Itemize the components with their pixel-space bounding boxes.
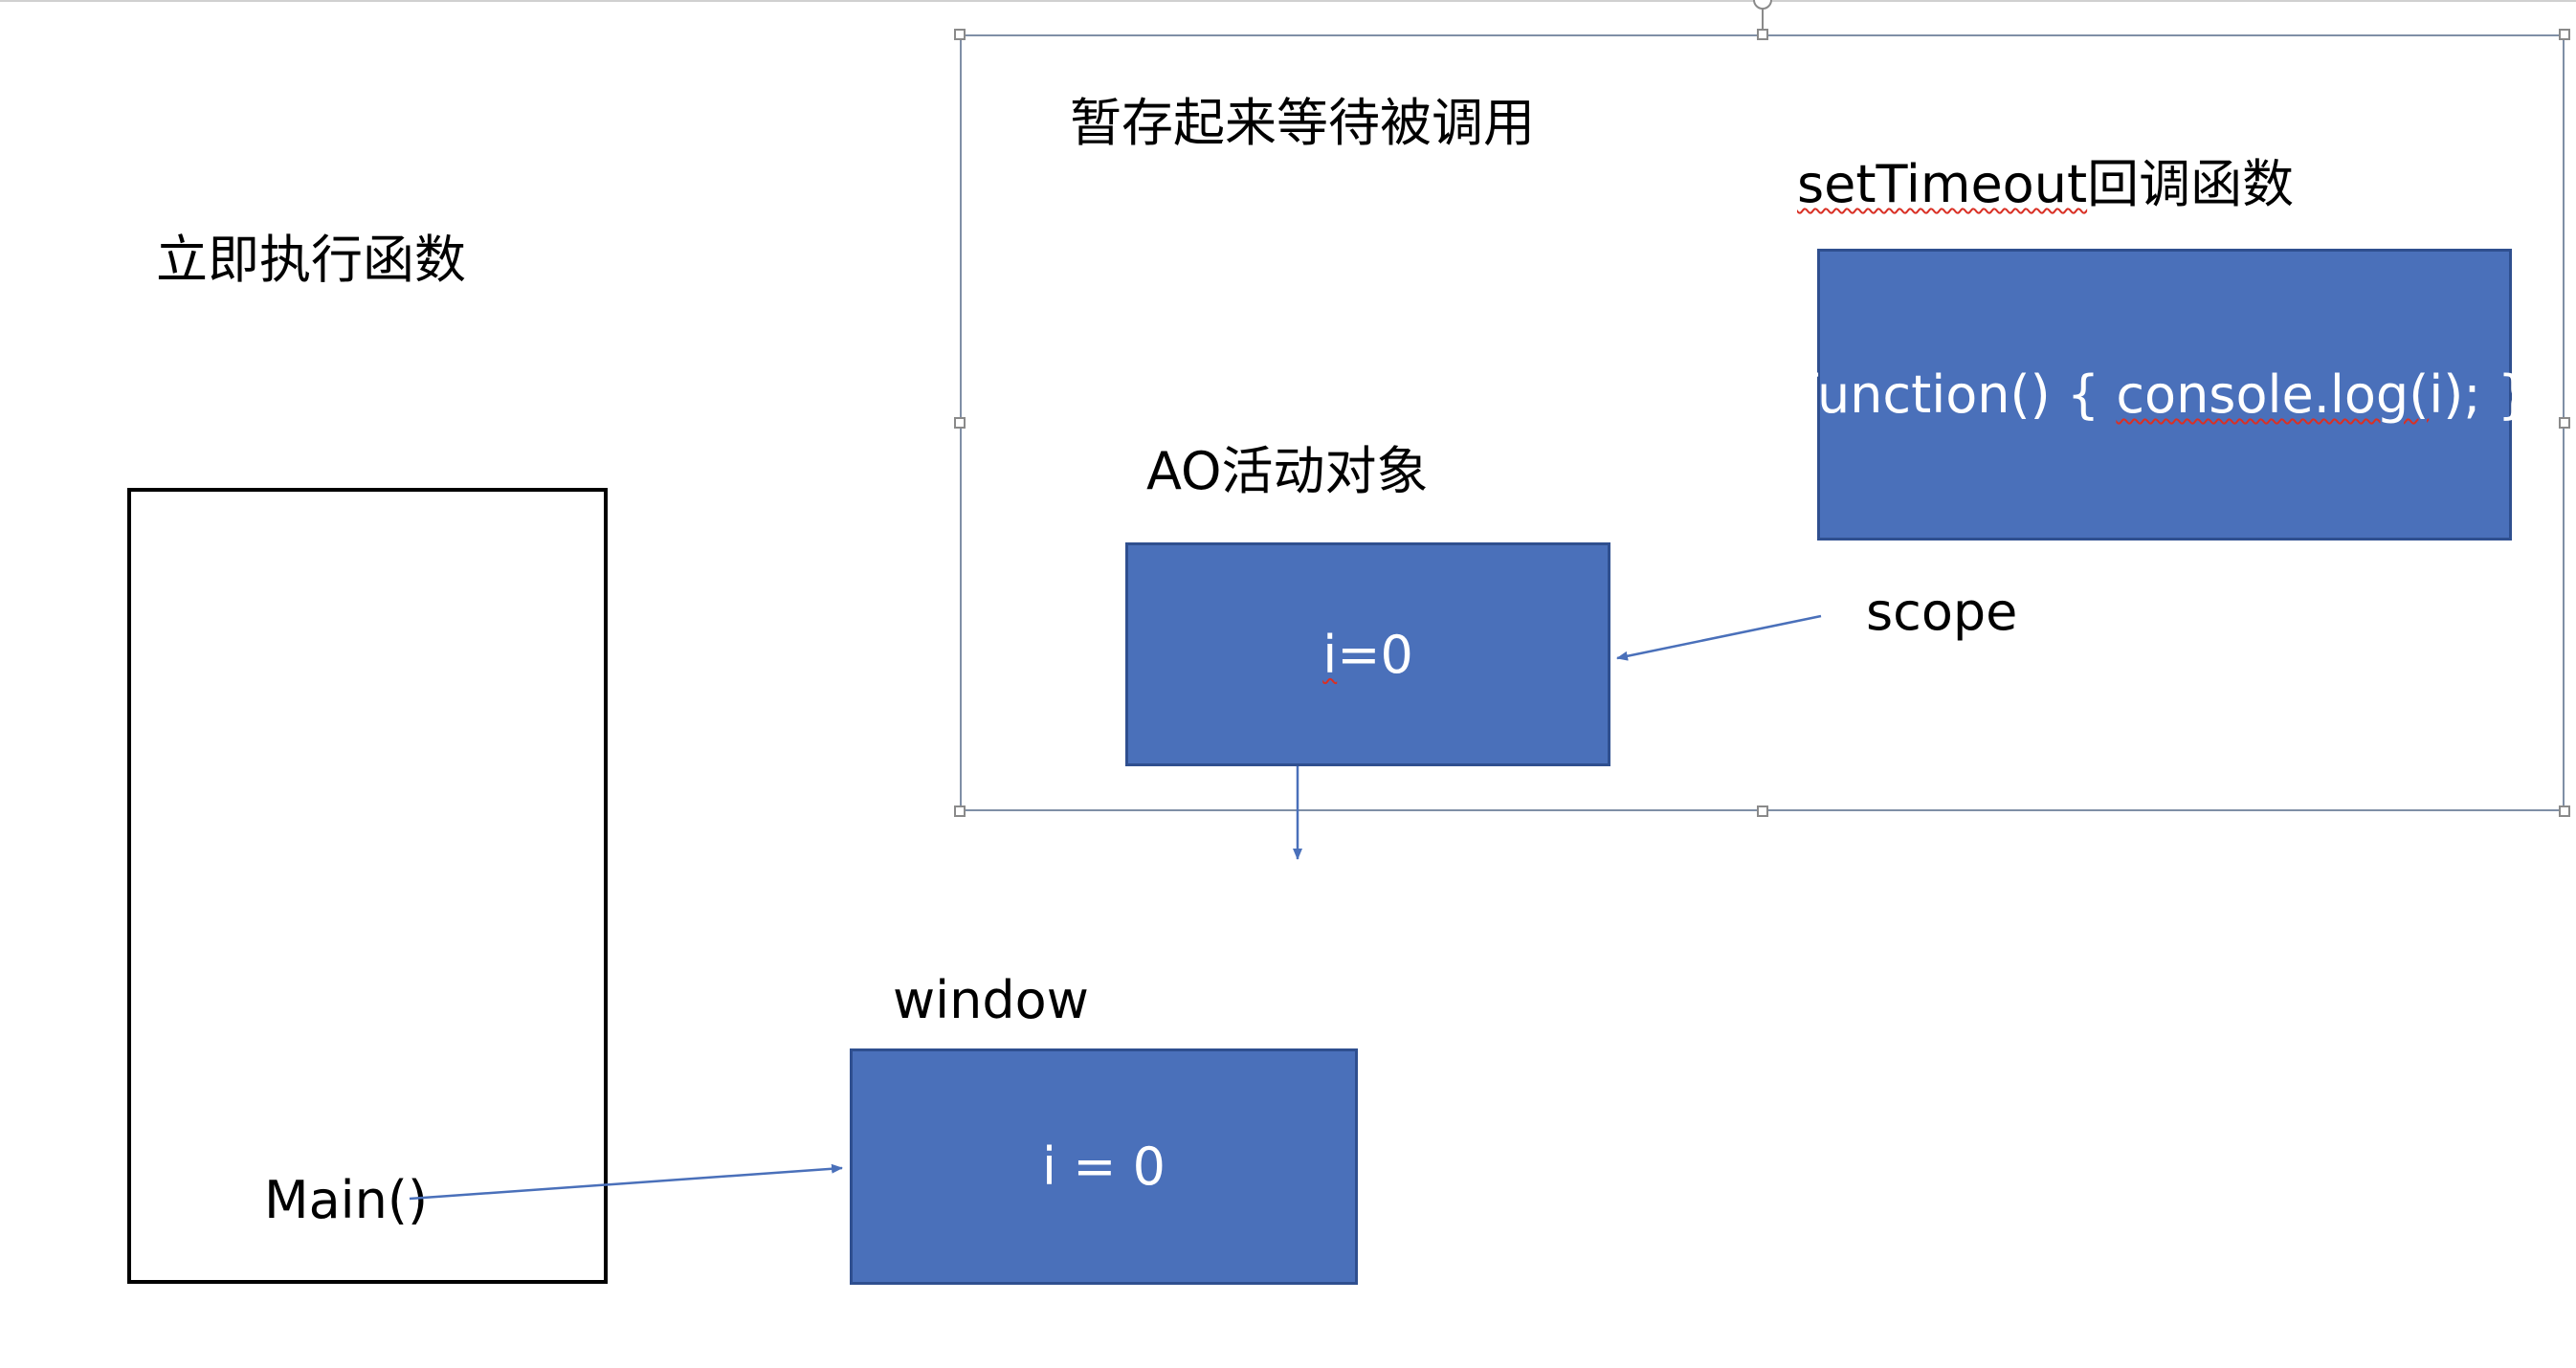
resize-handle-middle-left[interactable] xyxy=(954,417,966,429)
callback-prefix-text: function() { xyxy=(1798,364,2117,425)
resize-handle-bottom-left[interactable] xyxy=(954,805,966,817)
resize-handle-top-left[interactable] xyxy=(954,29,966,40)
top-divider xyxy=(0,0,2576,2)
callback-function-text: 回调函数 xyxy=(2087,154,2295,214)
scope-label: scope xyxy=(1866,582,2018,642)
window-box[interactable]: i = 0 xyxy=(850,1048,1358,1285)
rotate-handle-stem xyxy=(1762,8,1764,31)
resize-handle-bottom-middle[interactable] xyxy=(1757,805,1768,817)
callback-function-box[interactable]: function() { console.log(i); } xyxy=(1799,249,2530,541)
main-label: Main() xyxy=(264,1170,429,1230)
ao-object-box[interactable]: i=0 xyxy=(1125,542,1610,766)
rotate-handle[interactable] xyxy=(1753,0,1772,10)
resize-handle-middle-right[interactable] xyxy=(2559,417,2570,429)
window-label: window xyxy=(893,970,1089,1030)
immediate-function-label: 立即执行函数 xyxy=(156,230,466,290)
console-log-text: console.log( xyxy=(2116,364,2430,425)
ao-var-name: i xyxy=(1322,624,1338,685)
ao-var-value: =0 xyxy=(1337,624,1413,685)
call-stack-frame xyxy=(127,488,608,1284)
callback-suffix-text: i); } xyxy=(2429,364,2531,425)
stored-waiting-label: 暂存起来等待被调用 xyxy=(1070,93,1535,153)
settimeout-text: setTimeout xyxy=(1797,154,2088,214)
resize-handle-bottom-right[interactable] xyxy=(2559,805,2570,817)
resize-handle-top-right[interactable] xyxy=(2559,29,2570,40)
settimeout-callback-label: setTimeout回调函数 xyxy=(1797,159,2294,210)
ao-object-label: AO活动对象 xyxy=(1146,441,1429,501)
window-value: i = 0 xyxy=(1042,1136,1166,1197)
